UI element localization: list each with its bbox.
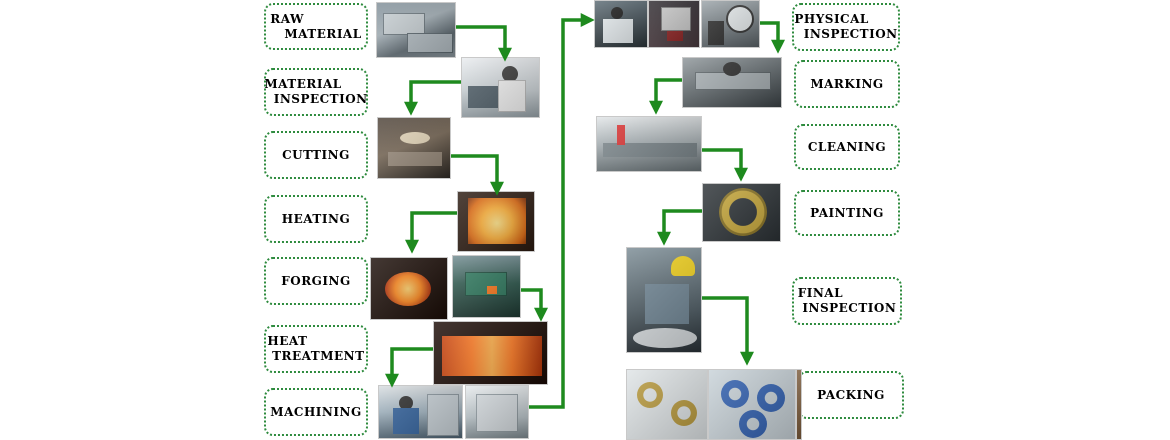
arrow-forging-to-heat-treatment (521, 288, 548, 322)
cnc-machine-photo (465, 385, 529, 439)
step-packing-label: PACKING (817, 387, 885, 402)
step-raw-material: RAW MATERIAL (264, 3, 368, 50)
marking-photo (682, 57, 782, 108)
step-painting: PAINTING (794, 190, 900, 236)
step-machining: MACHINING (264, 388, 368, 436)
machining-photo (378, 385, 463, 439)
step-painting-label: PAINTING (810, 205, 884, 220)
cleaning-line-photo (596, 116, 702, 172)
step-heating: HEATING (264, 195, 368, 243)
step-cutting-label: CUTTING (282, 147, 350, 162)
step-forging: FORGING (264, 257, 368, 305)
step-heat-treatment: HEAT TREATMENT (264, 325, 368, 373)
arrow-heating-to-forging (405, 211, 457, 254)
forging-photo (370, 257, 448, 320)
heat-treatment-photo (433, 321, 548, 385)
arrow-painting-to-final-inspection (657, 209, 702, 246)
step-material-inspection-label: MATERIAL INSPECTION (264, 77, 368, 106)
arrow-cutting-to-heating (451, 154, 504, 196)
arrow-physical-inspection-to-marking (760, 21, 785, 54)
physical-inspection-photo (594, 0, 648, 48)
arrow-heat-treatment-to-machining (385, 347, 433, 388)
step-cleaning-label: CLEANING (807, 139, 887, 154)
material-inspection-photo (461, 57, 540, 118)
step-forging-label: FORGING (281, 273, 351, 288)
step-cutting: CUTTING (264, 131, 368, 179)
step-final-inspection-label: FINAL INSPECTION (797, 286, 897, 315)
packed-flanges-photo (626, 369, 708, 440)
step-final-inspection: FINAL INSPECTION (792, 277, 902, 325)
cutting-photo (377, 117, 451, 179)
step-heating-label: HEATING (281, 211, 351, 226)
step-marking-label: MARKING (810, 76, 884, 91)
arrow-final-inspection-to-packing (702, 296, 754, 366)
arrow-inspection-to-cutting (404, 80, 461, 116)
inspection-lab-photo (701, 0, 760, 48)
arrow-raw-to-inspection (456, 25, 512, 62)
painted-flange-photo (702, 183, 781, 242)
step-marking: MARKING (794, 60, 900, 108)
step-heat-treatment-label: HEAT TREATMENT (267, 334, 365, 363)
step-cleaning: CLEANING (794, 124, 900, 170)
step-physical-inspection-label: PHYSICAL INSPECTION (794, 12, 898, 41)
raw-material-photo (376, 2, 456, 58)
final-inspection-photo (626, 247, 702, 353)
step-physical-inspection: PHYSICAL INSPECTION (792, 3, 900, 51)
step-material-inspection: MATERIAL INSPECTION (264, 68, 368, 116)
step-raw-material-label: RAW MATERIAL (270, 11, 362, 41)
step-machining-label: MACHINING (270, 404, 362, 419)
forging-press-photo (452, 255, 521, 318)
heating-furnace-photo (457, 191, 535, 252)
packed-flanges-box-photo (708, 369, 796, 440)
step-packing: PACKING (798, 371, 904, 419)
inspection-machine-photo (648, 0, 700, 48)
arrow-cleaning-to-painting (702, 148, 748, 182)
arrow-marking-to-cleaning (649, 78, 682, 115)
packing-crate-photo (796, 369, 802, 440)
